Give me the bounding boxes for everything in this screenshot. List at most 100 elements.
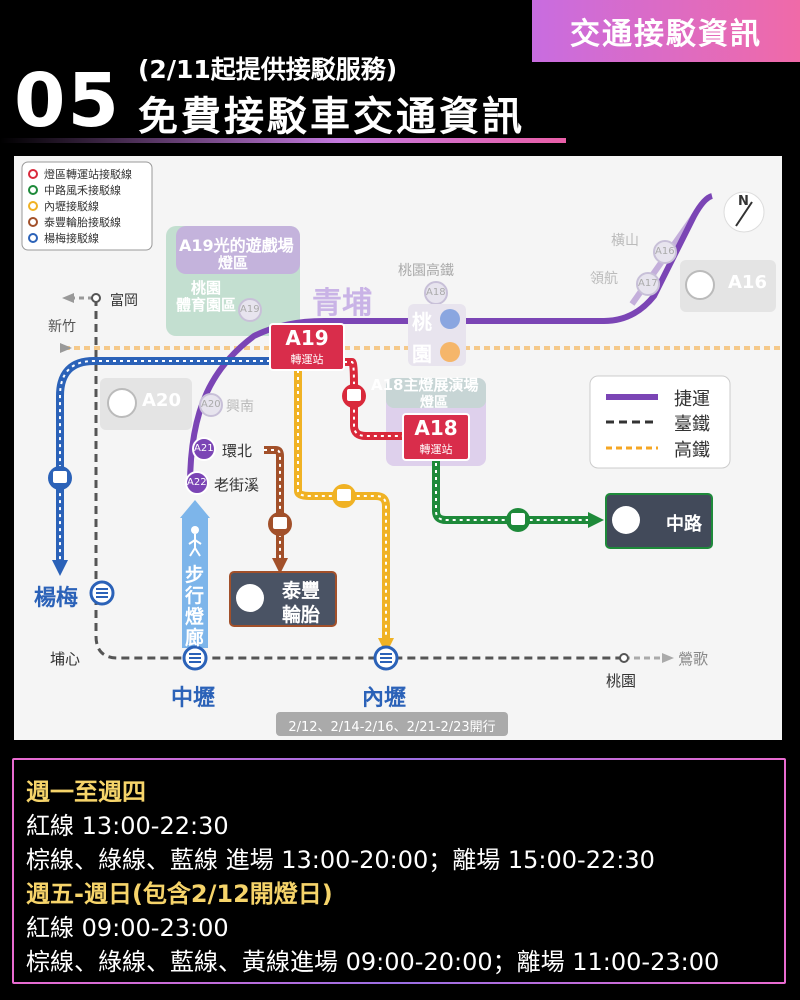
- taifeng-label-2: 輪胎: [282, 604, 321, 626]
- weekday-others: 棕線、綠線、藍線 進場 13:00-20:00；離場 15:00-22:30: [26, 846, 655, 874]
- yuan-char: 園: [412, 342, 432, 366]
- taifeng-parking-icon: [236, 584, 264, 612]
- route-legend-item: 燈區轉運站接駁線: [28, 166, 132, 182]
- taifeng-label-1: 泰豐: [282, 580, 321, 602]
- tra-west-arrow: [62, 293, 74, 303]
- a19-zone-area: [176, 226, 300, 274]
- yingge-label: 鶯歌: [678, 650, 709, 668]
- route-legend-label: 楊梅接駁線: [44, 232, 99, 245]
- zhonglu-parking-icon: [612, 506, 640, 534]
- mrt-station-a16: [653, 240, 677, 264]
- weekday-title: 週一至週四: [26, 778, 146, 806]
- a19-zone-name: A19光的遊戲場: [179, 236, 294, 255]
- yangmei-label: 楊梅: [34, 586, 79, 611]
- legend-tra-label: 臺鐵: [674, 414, 710, 435]
- taoyuan-station-dot: [619, 653, 629, 663]
- puxin-label: 埔心: [50, 650, 81, 668]
- a21-station-label: A21: [194, 443, 214, 454]
- a16-parking-label: A16: [728, 272, 767, 293]
- mrt-station-a19: [238, 298, 262, 322]
- route-map-svg: [21, 161, 782, 736]
- a22-station-label: A22: [187, 477, 207, 488]
- zhonglu-parking-box: [605, 493, 713, 549]
- stadium-label: 桃園 體育園區: [175, 279, 236, 314]
- walk-char-1: 步: [185, 564, 205, 586]
- a20-parking-label: A20: [142, 390, 181, 411]
- yangmei-station-icon: [89, 580, 115, 606]
- a19-transfer-sub: 轉運站: [290, 353, 324, 366]
- hsr-logo-icon: [440, 342, 460, 362]
- walk-char-2: 行: [185, 585, 205, 607]
- a17-station-label: A17: [638, 278, 658, 289]
- bus-icon: [28, 169, 38, 179]
- a16-station-label: A16: [655, 246, 675, 257]
- tra-east-arrow: [662, 653, 674, 663]
- weekend-red: 紅線 09:00-23:00: [26, 914, 229, 942]
- hsr-west-arrow: [60, 343, 72, 353]
- bus-icon: [28, 201, 38, 211]
- bus-icon: [28, 233, 38, 243]
- walk-char-4: 廊: [185, 627, 205, 649]
- yellow-bus-icon: [332, 484, 356, 508]
- mrt-station-a22: [185, 471, 209, 495]
- mrt-logo-icon: [440, 309, 460, 329]
- service-dates-bg: [276, 712, 508, 736]
- a20-station-label: A20: [201, 399, 221, 410]
- route-legend-item: 楊梅接駁線: [28, 230, 99, 246]
- fugang-label: 富岡: [110, 293, 138, 309]
- route-legend-label: 內壢接駁線: [44, 200, 99, 213]
- legend-hsr-label: 高鐵: [674, 440, 710, 461]
- thsr-station-label: 桃園高鐵: [398, 263, 454, 279]
- a18-transfer-title: A18: [414, 416, 458, 440]
- shuttle-route-map: 燈區轉運站接駁線中路風禾接駁線內壢接駁線泰豐輪胎接駁線楊梅接駁線 捷運 臺鐵 高…: [14, 156, 782, 740]
- section-number: 05: [14, 58, 121, 144]
- tao-char: 桃: [412, 310, 432, 334]
- route-legend-label: 中路風禾接駁線: [44, 184, 121, 197]
- zhongli-label: 中壢: [171, 686, 216, 711]
- a19-transfer-title: A19: [285, 326, 329, 350]
- zhongli-station-icon: [182, 645, 208, 671]
- a18-transfer-sub: 轉運站: [419, 443, 453, 456]
- schedule-panel: 週一至週四 紅線 13:00-22:30 棕線、綠線、藍線 進場 13:00-2…: [12, 758, 786, 984]
- a18-station-label: A18: [426, 287, 446, 298]
- tra-line: [94, 298, 624, 660]
- taoyuan-label: 桃園: [606, 672, 637, 690]
- route-legend-box: [21, 161, 153, 251]
- a16-parking-icon: [685, 270, 715, 300]
- taifeng-parking-box: [229, 571, 337, 627]
- page-title: 免費接駁車交通資訊: [138, 94, 525, 140]
- pedestrian-icon: [191, 526, 199, 534]
- green-bus-icon: [506, 508, 530, 532]
- title-underline: [0, 138, 566, 143]
- mrt-station-a17: [636, 272, 660, 296]
- a18-zone-label: 燈區: [420, 395, 448, 411]
- compass-n-label: N: [738, 194, 749, 209]
- walk-char-3: 燈: [185, 606, 205, 628]
- a20-parking-icon: [107, 388, 137, 418]
- fugang-station-dot: [91, 293, 101, 303]
- a18-zone-top: [386, 378, 486, 408]
- bus-icon: [28, 185, 38, 195]
- mrt-station-a20: [199, 393, 223, 417]
- zhonglu-label: 中路: [666, 514, 702, 535]
- red-bus-icon: [342, 384, 366, 408]
- legend-mrt-label: 捷運: [674, 389, 710, 410]
- route-legend-item: 內壢接駁線: [28, 198, 99, 214]
- a19-transfer-box: [269, 323, 345, 371]
- laojiexi-label: 老街溪: [214, 476, 260, 494]
- neili-label: 內壢: [362, 686, 407, 711]
- a18-zone-name: A18主燈展演場: [371, 376, 479, 394]
- brown-route: [264, 446, 284, 566]
- route-legend-label: 泰豐輪胎接駁線: [44, 216, 121, 229]
- qingpu-label: 青埔: [312, 286, 372, 321]
- weekend-others: 棕線、綠線、藍線、黃線進場 09:00-20:00；離場 11:00-23:00: [26, 948, 720, 976]
- compass-icon: [723, 191, 765, 233]
- route-legend-item: 中路風禾接駁線: [28, 182, 121, 198]
- hsinchu-label: 新竹: [48, 319, 76, 335]
- a19-station-label: A19: [240, 304, 260, 315]
- section-tag: 交通接駁資訊: [532, 0, 800, 62]
- route-legend-label: 燈區轉運站接駁線: [44, 168, 132, 181]
- linghang-label: 領航: [590, 271, 618, 287]
- page-subtitle: (2/11起提供接駁服務): [138, 55, 398, 84]
- neili-station-icon: [373, 645, 399, 671]
